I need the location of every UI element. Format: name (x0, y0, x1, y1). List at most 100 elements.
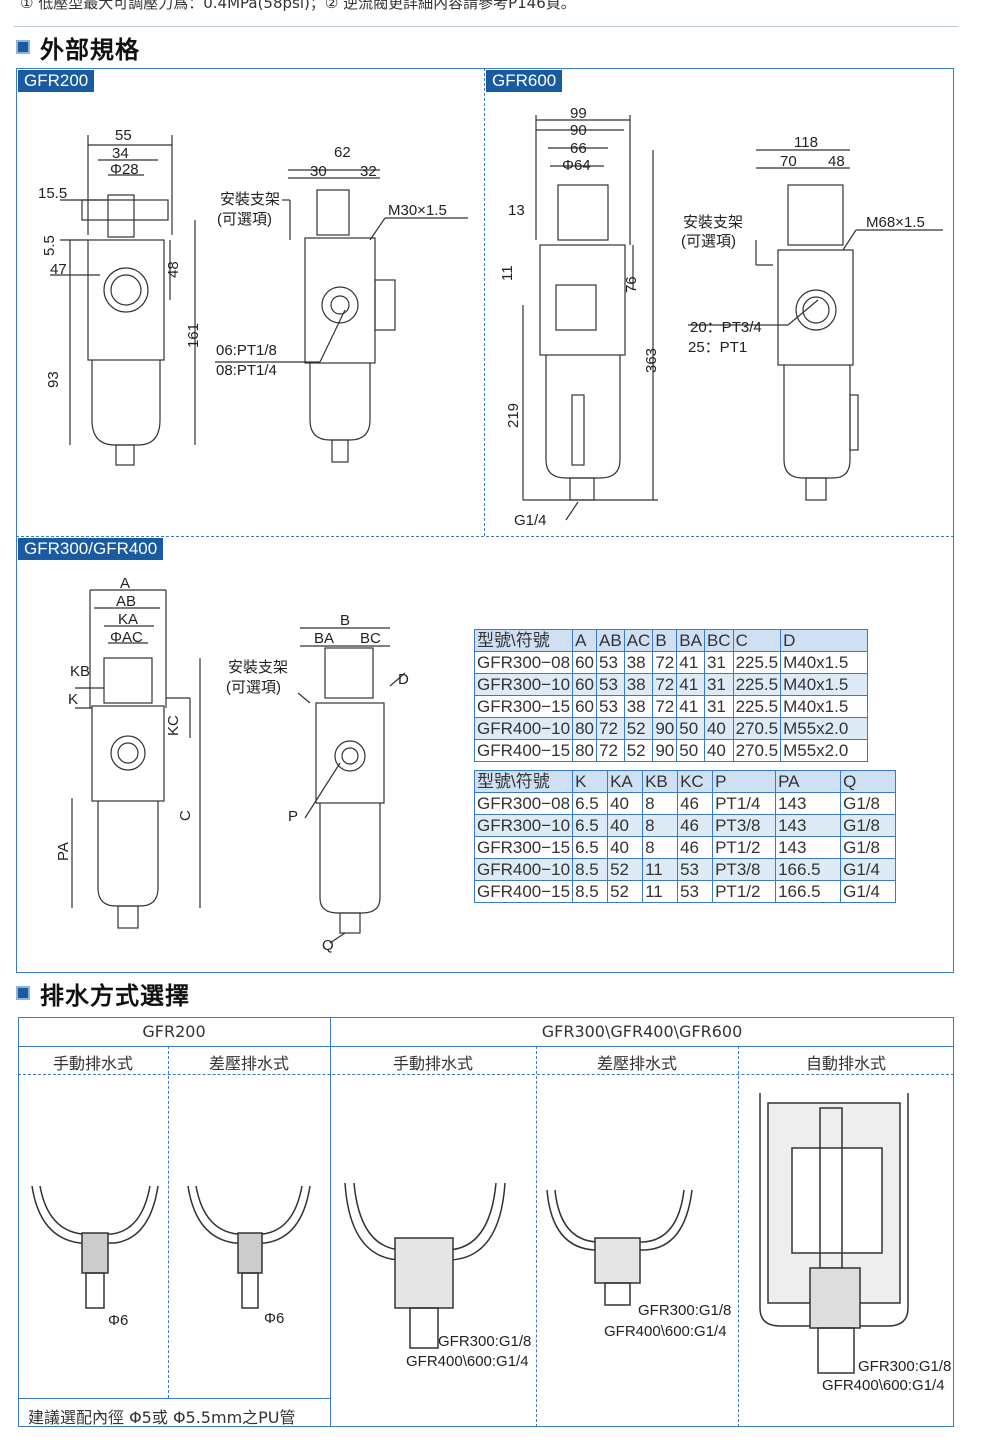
table-header: BC (703, 629, 734, 652)
table-cell: 40 (703, 739, 734, 762)
dim-label: P (288, 808, 298, 825)
dim-label: 76 (623, 276, 640, 293)
divider (14, 26, 958, 27)
table-cell: M40x1.5 (780, 673, 869, 696)
table-header-row: 型號\符號 A AB AC B BA BC C D (473, 629, 869, 652)
table-cell: G1/4 (840, 858, 897, 881)
table-header: P (712, 770, 777, 793)
table-cell: 41 (676, 651, 705, 674)
dim-label: 55 (115, 127, 132, 144)
panel-divider (16, 536, 954, 537)
dim-label: 安裝支架 (683, 214, 743, 231)
dim-label: C (177, 810, 194, 821)
dim-label: M68×1.5 (866, 214, 925, 231)
group-label-gfr300-600: GFR300\GFR400\GFR600 (541, 1022, 743, 1041)
table-header: AB (596, 629, 625, 652)
dim-label: D (398, 671, 409, 688)
dim-label: BA (314, 630, 334, 647)
table-header: Q (840, 770, 897, 793)
table-cell: 11 (642, 858, 679, 881)
table-cell: 72 (652, 651, 678, 674)
table-cell: 31 (703, 673, 734, 696)
external-spec-panel (16, 68, 954, 973)
table-cell: 166.5 (775, 858, 842, 881)
dim-label: 118 (794, 134, 818, 151)
section-title-external-spec: 外部規格 (40, 36, 140, 64)
table-cell: PT1/2 (712, 880, 777, 903)
dim-label: 32 (360, 163, 377, 180)
table-cell: 8.5 (572, 880, 609, 903)
table-cell: GFR300−10 (473, 814, 574, 837)
dim-label: 13 (508, 202, 525, 219)
dim-label: Φ28 (110, 161, 139, 178)
table-cell: GFR400−15 (473, 739, 574, 762)
table-cell: 80 (572, 717, 598, 740)
col-label-manual: 手動排水式 (392, 1054, 473, 1073)
port-label: GFR400\600:G1/4 (604, 1323, 727, 1340)
table-cell: M55x2.0 (780, 717, 869, 740)
table-cell: 270.5 (732, 739, 782, 762)
table-header: B (652, 629, 678, 652)
port-label: GFR400\600:G1/4 (406, 1353, 529, 1370)
table-header-row: 型號\符號 K KA KB KC P PA Q (473, 770, 897, 793)
dim-label: 08:PT1/4 (216, 362, 277, 379)
col-divider (168, 1046, 169, 1398)
table-cell: 8 (642, 814, 679, 837)
dim-label: M30×1.5 (388, 202, 447, 219)
table-cell: M40x1.5 (780, 651, 869, 674)
col-label-differential: 差壓排水式 (596, 1054, 677, 1073)
table-header: KC (677, 770, 714, 793)
table-cell: GFR400−15 (473, 880, 574, 903)
dim-label: 363 (643, 348, 660, 373)
top-note: ① 低壓型最大可調壓力爲：0.4MPa(58psi)；② 逆流閥更詳細內容請參考… (20, 0, 576, 12)
dim-label: K (68, 691, 78, 708)
dim-label: Q (322, 937, 334, 954)
dim-label-phi: Φ6 (108, 1312, 128, 1329)
port-label: GFR400\600:G1/4 (822, 1377, 945, 1394)
table-cell: 53 (677, 858, 714, 881)
gfr300-gfr400-drawing: A AB KA ΦAC KB K KC C PA B BA BC D P Q 安… (55, 575, 409, 954)
table-cell: 41 (676, 673, 705, 696)
table-cell: 80 (572, 739, 598, 762)
dim-label: 25：PT1 (688, 339, 747, 356)
table-cell: GFR400−10 (473, 717, 574, 740)
dim-label: (可選項) (226, 679, 281, 696)
table-cell: 60 (572, 695, 598, 718)
table-cell: 72 (596, 739, 625, 762)
table-header: KB (642, 770, 679, 793)
table-cell: 8.5 (572, 858, 609, 881)
footer-note: 建議選配內徑 Φ5或 Φ5.5mm之PU管 (28, 1408, 296, 1427)
table-cell: 60 (572, 651, 598, 674)
dim-label: 90 (570, 122, 587, 139)
table-cell: PT1/2 (712, 836, 777, 859)
table-cell: G1/8 (840, 792, 897, 815)
table-cell: 38 (623, 673, 654, 696)
table-cell: GFR300−10 (473, 673, 574, 696)
dim-label: 20：PT3/4 (690, 319, 762, 336)
table-cell: 225.5 (732, 695, 782, 718)
table-header: A (572, 629, 598, 652)
table-cell: M40x1.5 (780, 695, 869, 718)
table-cell: GFR300−08 (473, 651, 574, 674)
table-header: K (572, 770, 609, 793)
table-cell: 40 (607, 836, 644, 859)
table-cell: 225.5 (732, 651, 782, 674)
dim-label: 15.5 (38, 185, 67, 202)
table-cell: 6.5 (572, 792, 609, 815)
dim-label: 安裝支架 (220, 191, 280, 208)
table-cell: 52 (607, 858, 644, 881)
drain-panel (18, 1017, 954, 1427)
tag-gfr600: GFR600 (486, 70, 563, 92)
group-divider (330, 1017, 331, 1427)
col-divider (536, 1046, 537, 1427)
dim-label: 219 (505, 403, 522, 428)
dim-label: BC (360, 630, 381, 647)
dim-label: PA (55, 842, 72, 861)
table-cell: 11 (642, 880, 679, 903)
